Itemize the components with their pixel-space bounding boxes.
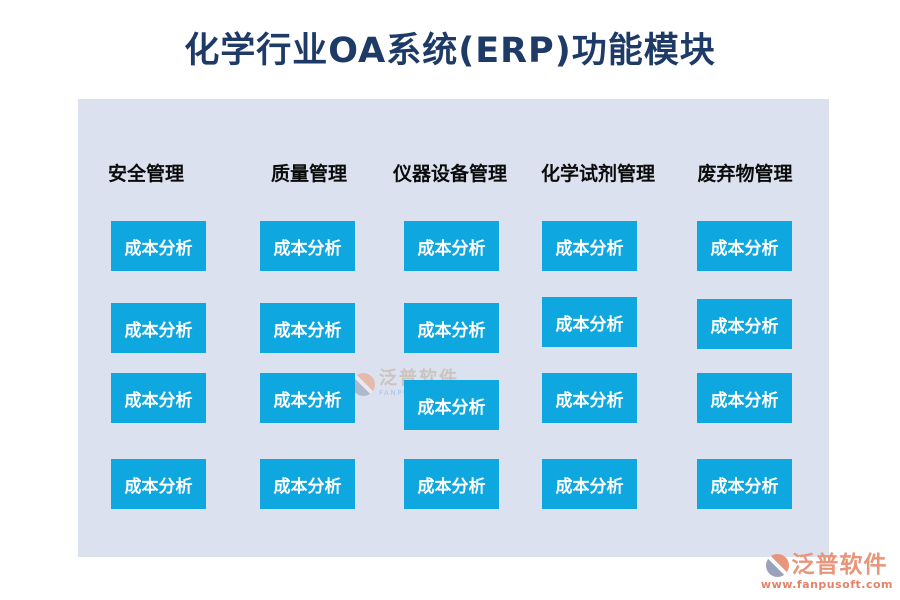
footer-brand-url: www.fanpusoft.com [760, 578, 893, 591]
cost-analysis-button[interactable]: 成本分析 [111, 221, 206, 271]
cost-analysis-button[interactable]: 成本分析 [542, 221, 637, 271]
cost-analysis-button[interactable]: 成本分析 [404, 380, 499, 430]
cost-analysis-button[interactable]: 成本分析 [260, 221, 355, 271]
cost-analysis-button[interactable]: 成本分析 [697, 221, 792, 271]
cost-analysis-button[interactable]: 成本分析 [404, 459, 499, 509]
cost-analysis-button[interactable]: 成本分析 [111, 373, 206, 423]
module-header-safety: 安全管理 [107, 163, 185, 185]
footer-brand-name: 泛普软件 [791, 552, 888, 578]
cost-analysis-button[interactable]: 成本分析 [697, 373, 792, 423]
module-header-waste: 废弃物管理 [697, 163, 793, 185]
cost-analysis-button[interactable]: 成本分析 [404, 303, 499, 353]
fanpu-logo-icon [766, 554, 790, 577]
fanpu-watermark-logo-icon [352, 373, 375, 396]
cost-analysis-button[interactable]: 成本分析 [697, 459, 792, 509]
page-title: 化学行业OA系统(ERP)功能模块 [184, 31, 716, 71]
cost-analysis-button[interactable]: 成本分析 [542, 297, 637, 347]
cost-analysis-button[interactable]: 成本分析 [404, 221, 499, 271]
cost-analysis-button[interactable]: 成本分析 [697, 299, 792, 349]
cost-analysis-button[interactable]: 成本分析 [260, 303, 355, 353]
cost-analysis-button[interactable]: 成本分析 [111, 459, 206, 509]
module-header-equipment: 仪器设备管理 [392, 163, 508, 185]
cost-analysis-button[interactable]: 成本分析 [260, 373, 355, 423]
cost-analysis-button[interactable]: 成本分析 [542, 373, 637, 423]
module-header-quality: 质量管理 [270, 163, 348, 185]
cost-analysis-button[interactable]: 成本分析 [542, 459, 637, 509]
module-header-reagent: 化学试剂管理 [540, 163, 656, 185]
cost-analysis-button[interactable]: 成本分析 [111, 303, 206, 353]
cost-analysis-button[interactable]: 成本分析 [260, 459, 355, 509]
footer-brand: 泛普软件 www.fanpusoft.com [760, 552, 893, 592]
